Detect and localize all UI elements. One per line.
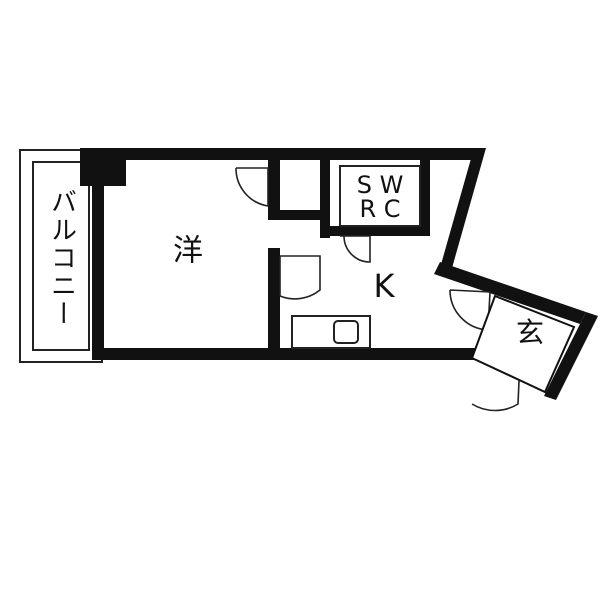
storage-label-top: S W (357, 171, 404, 199)
storage-room: S W R C (339, 165, 421, 227)
entrance-label: 玄 (516, 316, 544, 349)
outer-walls (80, 148, 598, 400)
kitchen-counter (291, 315, 371, 349)
interior-walls (268, 160, 430, 360)
western-room-label: 洋 (173, 234, 203, 269)
kitchen-label: K (374, 267, 396, 305)
balcony-label: バルコニー (47, 188, 77, 328)
entrance-box (470, 294, 576, 394)
storage-label-bottom: R C (359, 195, 400, 223)
